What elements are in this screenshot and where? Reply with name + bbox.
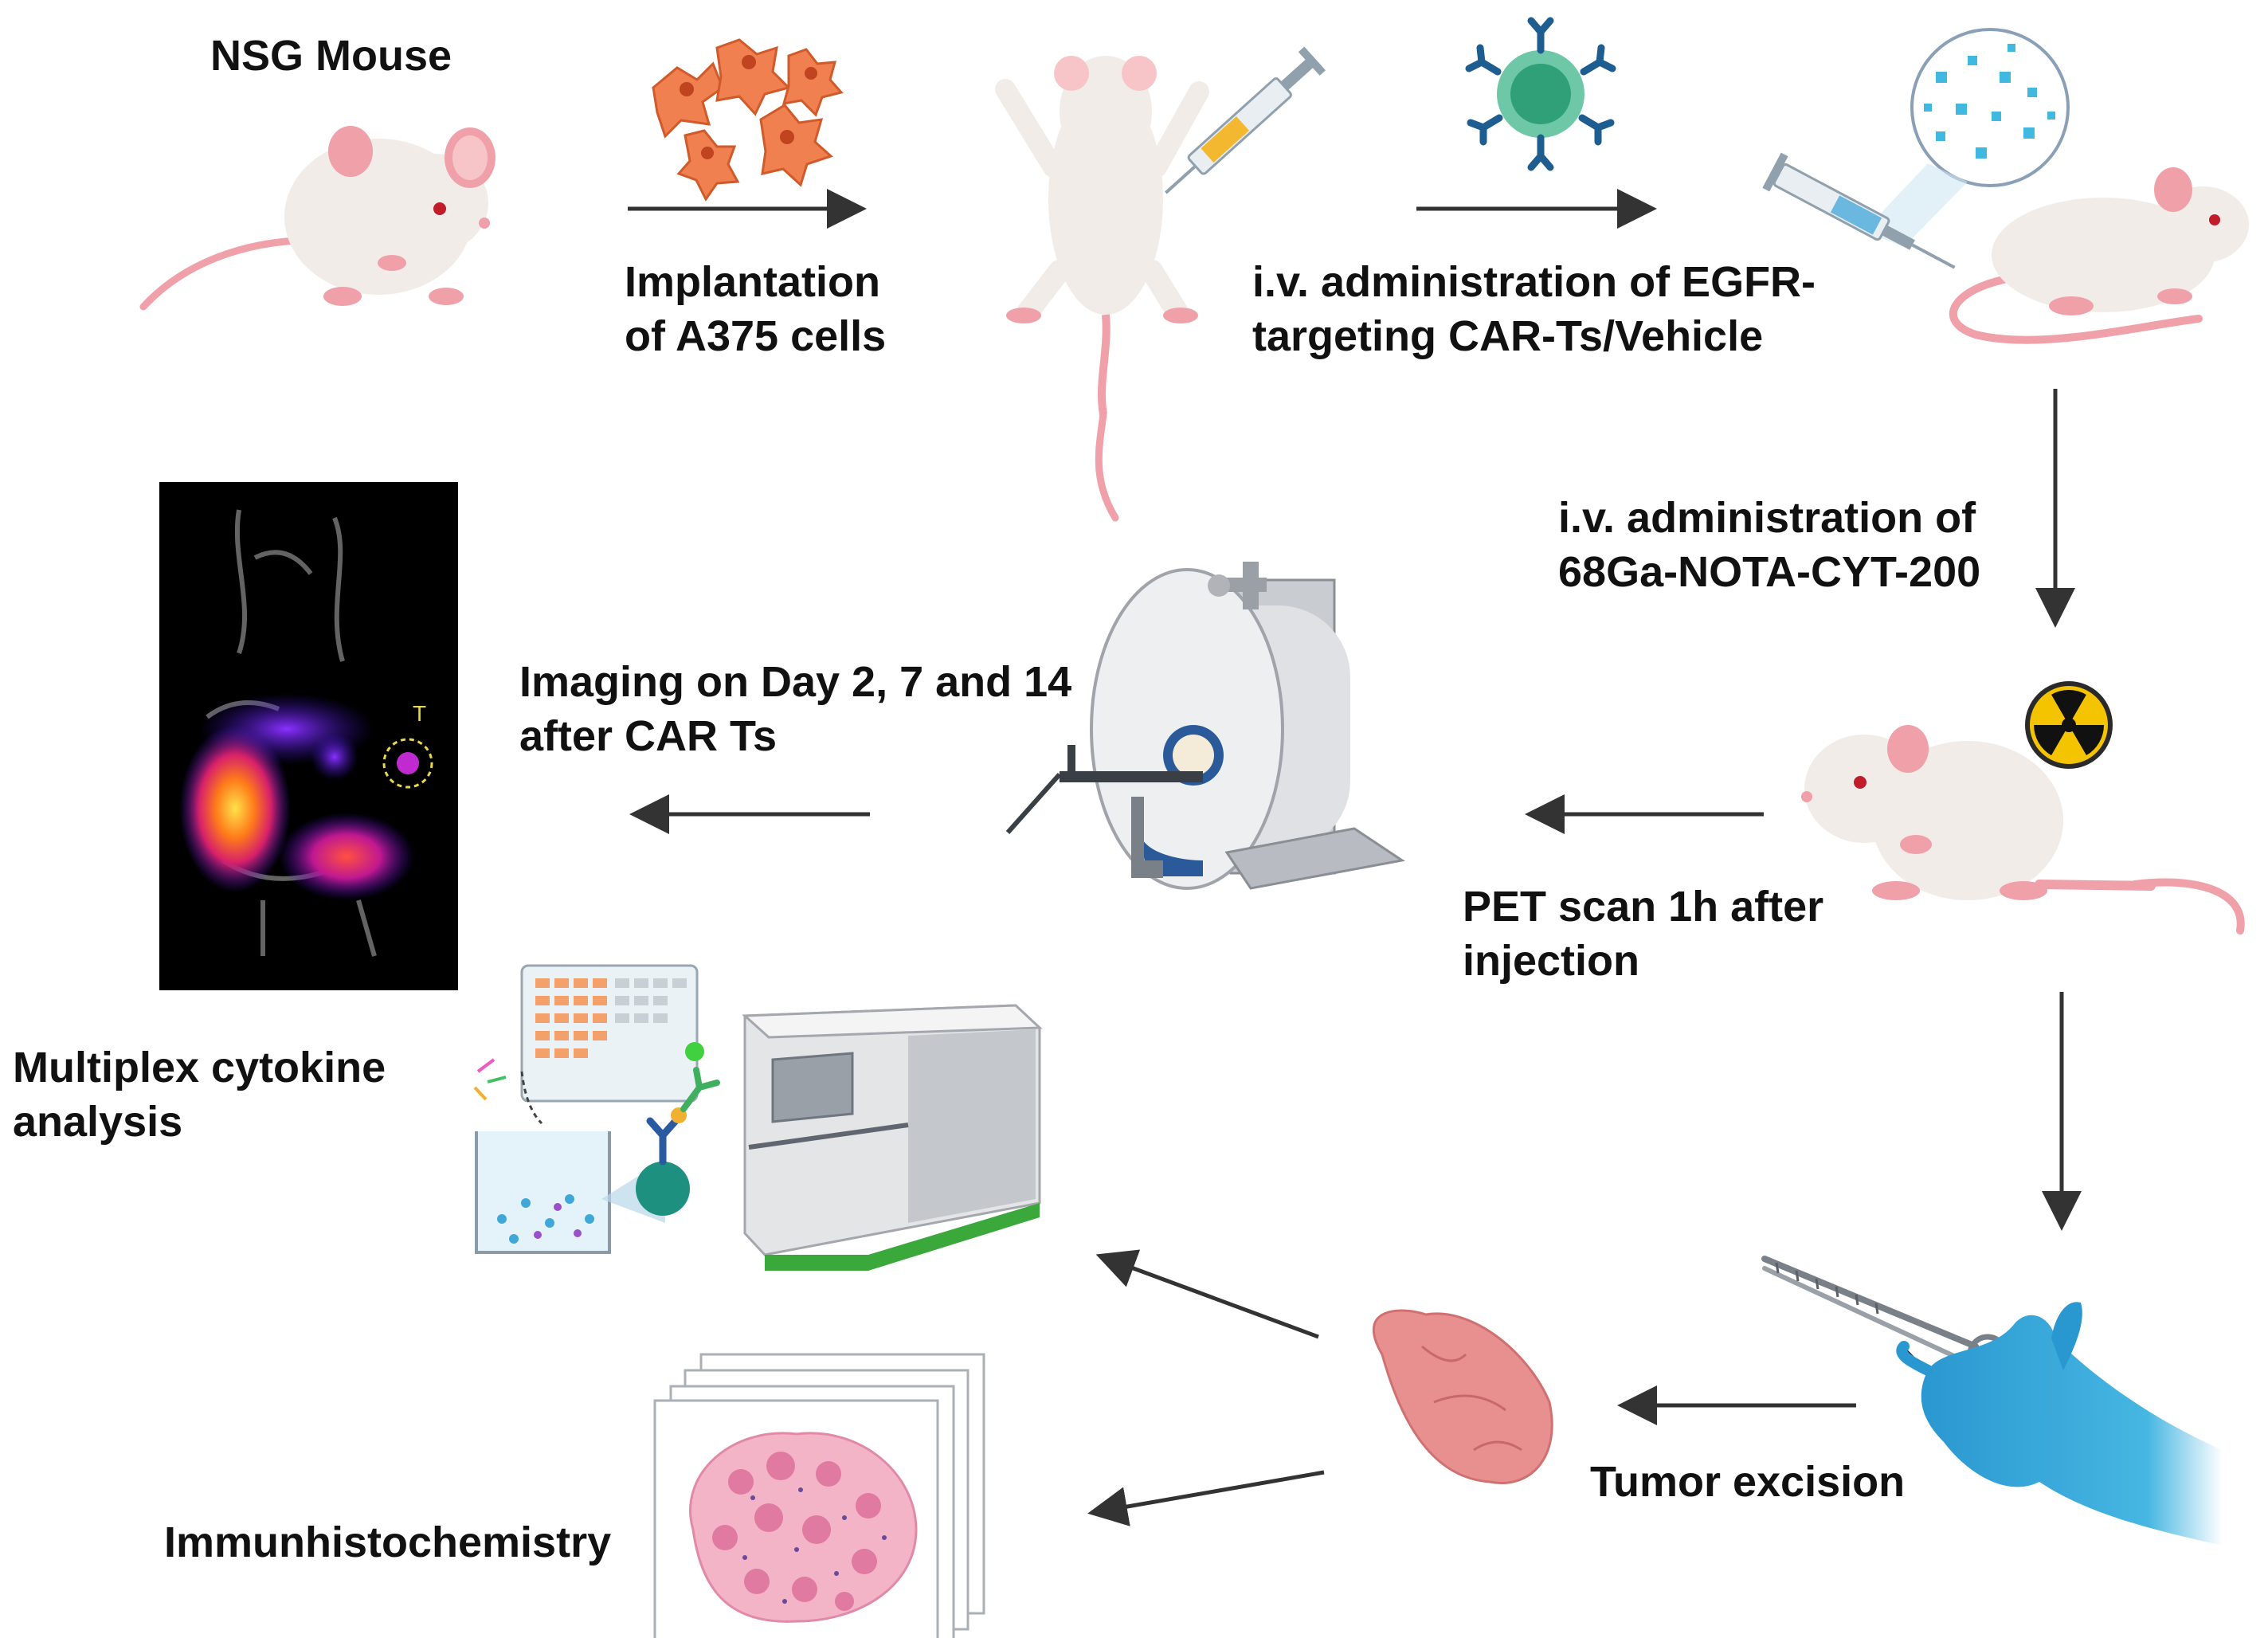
label-imaging: Imaging on Day 2, 7 and 14 after CAR Ts (519, 655, 1071, 763)
microplate-icon (520, 964, 699, 1103)
label-iv-car-t: i.v. administration of EGFR- targeting C… (1252, 255, 1816, 363)
label-implantation-line2: of A375 cells (625, 312, 887, 360)
radiation-icon (2025, 681, 2113, 769)
bead-well-icon (473, 1042, 720, 1254)
label-multiplex-line1: Multiplex cytokine (13, 1044, 386, 1091)
pet-tumor-marker-text: T (413, 701, 427, 726)
arrow-to-cytokine (1095, 1249, 1319, 1339)
cancer-cells-icon (652, 38, 844, 202)
radiation-mouse-icon (1801, 725, 2245, 935)
pet-scanner-icon (1005, 562, 1405, 890)
label-pet-scan: PET scan 1h after injection (1463, 880, 1823, 988)
label-immunohistochemistry: Immunhistochemistry (164, 1515, 611, 1569)
luminex-analyzer-icon (742, 1004, 1043, 1271)
label-implantation: Implantation of A375 cells (625, 255, 886, 363)
forceps-glove-icon (1761, 1256, 2223, 1546)
car-t-cell-icon (1465, 17, 1616, 171)
label-implantation-line1: Implantation (625, 258, 880, 306)
label-iv-tracer-line2: 68Ga-NOTA-CYT-200 (1558, 548, 1981, 596)
label-tumor-excision-text: Tumor excision (1590, 1458, 1906, 1506)
label-iv-tracer-line1: i.v. administration of (1558, 494, 1976, 542)
label-imaging-line1: Imaging on Day 2, 7 and 14 (519, 658, 1072, 706)
label-pet-scan-line2: injection (1463, 937, 1640, 985)
label-ihc-text: Immunhistochemistry (164, 1518, 612, 1566)
tracer-mouse-icon (1762, 28, 2249, 344)
label-imaging-line2: after CAR Ts (519, 712, 778, 760)
label-nsg-mouse: NSG Mouse (210, 29, 452, 83)
label-iv-car-t-line2: targeting CAR-Ts/Vehicle (1252, 312, 1764, 360)
pet-tumor-marker: T (413, 701, 426, 727)
label-pet-scan-line1: PET scan 1h after (1463, 883, 1824, 931)
label-multiplex-cytokine: Multiplex cytokine analysis (13, 1040, 386, 1149)
histology-slides-icon (653, 1353, 985, 1638)
label-multiplex-line2: analysis (13, 1098, 183, 1146)
label-nsg-mouse-text: NSG Mouse (210, 32, 452, 80)
nsg-mouse-icon (139, 126, 496, 311)
label-iv-tracer: i.v. administration of 68Ga-NOTA-CYT-200 (1558, 491, 1980, 599)
tumor-icon (1372, 1309, 1553, 1484)
injection-mouse-icon (995, 46, 1326, 522)
label-tumor-excision: Tumor excision (1590, 1455, 1905, 1509)
label-iv-car-t-line1: i.v. administration of EGFR- (1252, 258, 1816, 306)
pet-image-icon (159, 482, 458, 990)
arrow-to-ihc (1087, 1470, 1325, 1526)
flow-arrows (628, 189, 2082, 1526)
